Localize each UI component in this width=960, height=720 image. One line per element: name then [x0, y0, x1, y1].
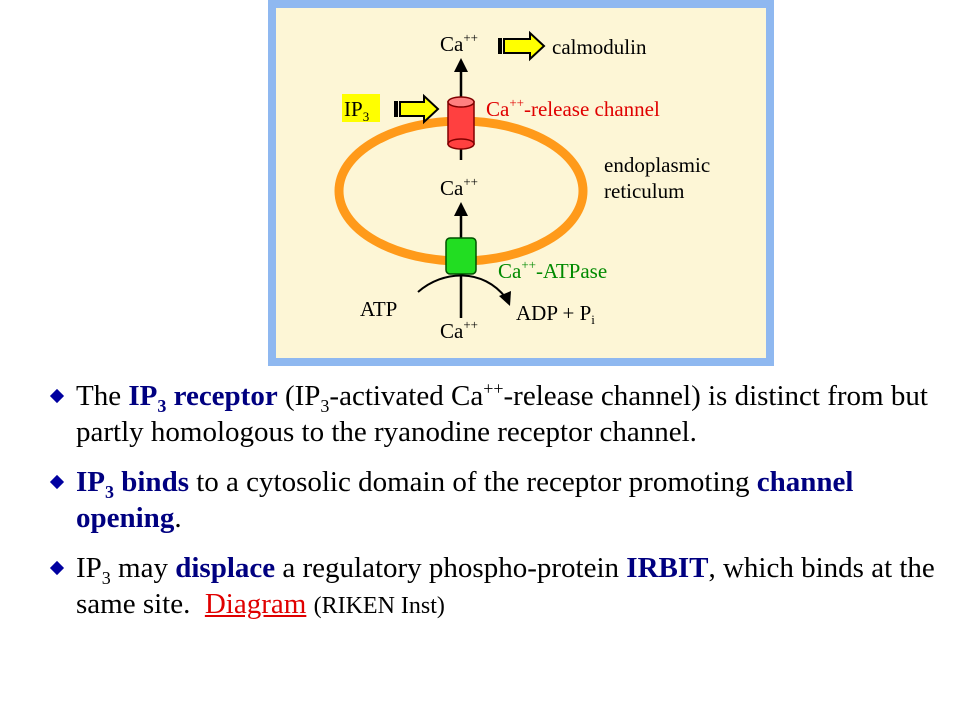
ca-label-mid: Ca++: [440, 174, 478, 200]
calcium-signaling-diagram: IP3 Ca++ Ca++ Ca++ calmodulin Ca++-relea…: [276, 8, 766, 358]
ca-arrowhead-top: [454, 58, 468, 72]
atp-conversion-arrow: [417, 274, 507, 299]
diagram-background: [276, 8, 766, 358]
calmodulin-arrow: [498, 30, 546, 62]
ip3-label: IP3: [344, 97, 369, 124]
calmodulin-label: calmodulin: [552, 35, 647, 59]
diamond-bullet-icon: [49, 474, 65, 490]
atpase-label: Ca++-ATPase: [498, 257, 607, 283]
ip3-box: [342, 94, 380, 122]
bullet-ip3-receptor: The IP3 receptor (IP3-activated Ca++-rel…: [42, 378, 942, 450]
release-channel-cylinder: [447, 96, 475, 150]
adp-label: ADP + Pi: [516, 301, 595, 327]
ca-label-bottom: Ca++: [440, 317, 478, 343]
diamond-bullet-icon: [49, 388, 65, 404]
bullet-text: IP3 binds to a cytosolic domain of the r…: [76, 466, 854, 534]
er-label-line1: endoplasmic: [604, 153, 710, 177]
er-label-line2: reticulum: [604, 179, 684, 203]
diamond-bullet-icon: [49, 560, 65, 576]
bullet-text: The IP3 receptor (IP3-activated Ca++-rel…: [76, 378, 928, 448]
release-channel-label: Ca++-release channel: [486, 95, 660, 121]
atp-label: ATP: [360, 297, 397, 321]
bullet-list: The IP3 receptor (IP3-activated Ca++-rel…: [42, 378, 942, 638]
ca-arrowhead-lower: [454, 202, 468, 216]
bullet-irbit: IP3 may displace a regulatory phospho-pr…: [42, 550, 942, 624]
bullet-ip3-binds: IP3 binds to a cytosolic domain of the r…: [42, 464, 942, 536]
diagram-frame: IP3 Ca++ Ca++ Ca++ calmodulin Ca++-relea…: [268, 0, 774, 366]
ip3-arrow: [394, 93, 440, 125]
bullet-text: IP3 may displace a regulatory phospho-pr…: [76, 552, 943, 620]
ca-label-top: Ca++: [440, 30, 478, 56]
atp-arrowhead: [499, 291, 511, 306]
diagram-link[interactable]: Diagram: [204, 588, 307, 620]
atpase-pump: [445, 237, 477, 275]
